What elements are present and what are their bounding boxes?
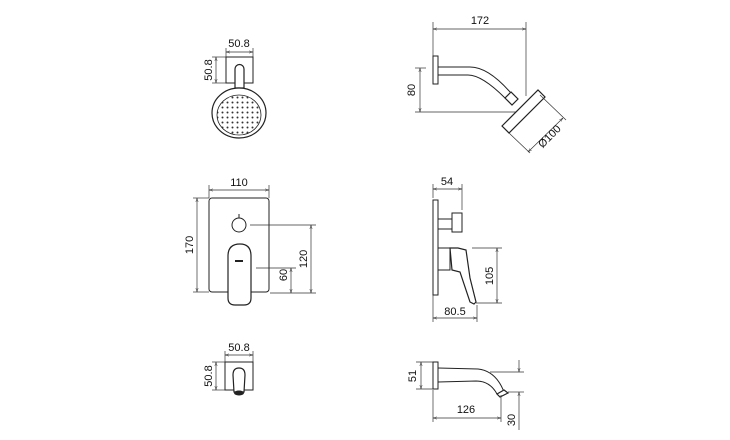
spout-front-view: 50.8 50.8 [203, 342, 254, 396]
shower-side-drop-label: 80 [406, 84, 418, 96]
shower-side-diameter-label: Ø100 [536, 123, 564, 151]
shower-front-width-label: 50.8 [228, 38, 249, 50]
spout-front-width-label: 50.8 [228, 342, 249, 354]
valve-side-handle-depth-label: 80.5 [444, 306, 465, 318]
valve-front-height-label: 170 [184, 236, 196, 254]
shower-side-length-label: 172 [471, 15, 489, 27]
shower-front-height-label: 50.8 [203, 59, 215, 80]
valve-handle-height-label: 60 [278, 269, 290, 281]
shower-head-side-view: 172 80 Ø100 [406, 15, 567, 154]
spout-side-view: 51 126 30 [407, 360, 524, 430]
spout-side-outlet-drop-label: 30 [506, 414, 518, 426]
valve-front-view: 110 170 120 60 [184, 177, 316, 306]
spout-side-height-label: 51 [407, 370, 419, 382]
valve-side-handle-length-label: 105 [484, 267, 496, 285]
valve-side-knob-depth-label: 54 [441, 176, 453, 188]
shower-head-front-view: 50.8 50.8 [203, 38, 267, 139]
spout-side-length-label: 126 [457, 404, 475, 416]
valve-knob-height-label: 120 [298, 250, 310, 268]
valve-front-width-label: 110 [230, 177, 248, 189]
valve-side-view: 54 105 80.5 [432, 176, 502, 322]
spout-front-height-label: 50.8 [203, 365, 215, 386]
